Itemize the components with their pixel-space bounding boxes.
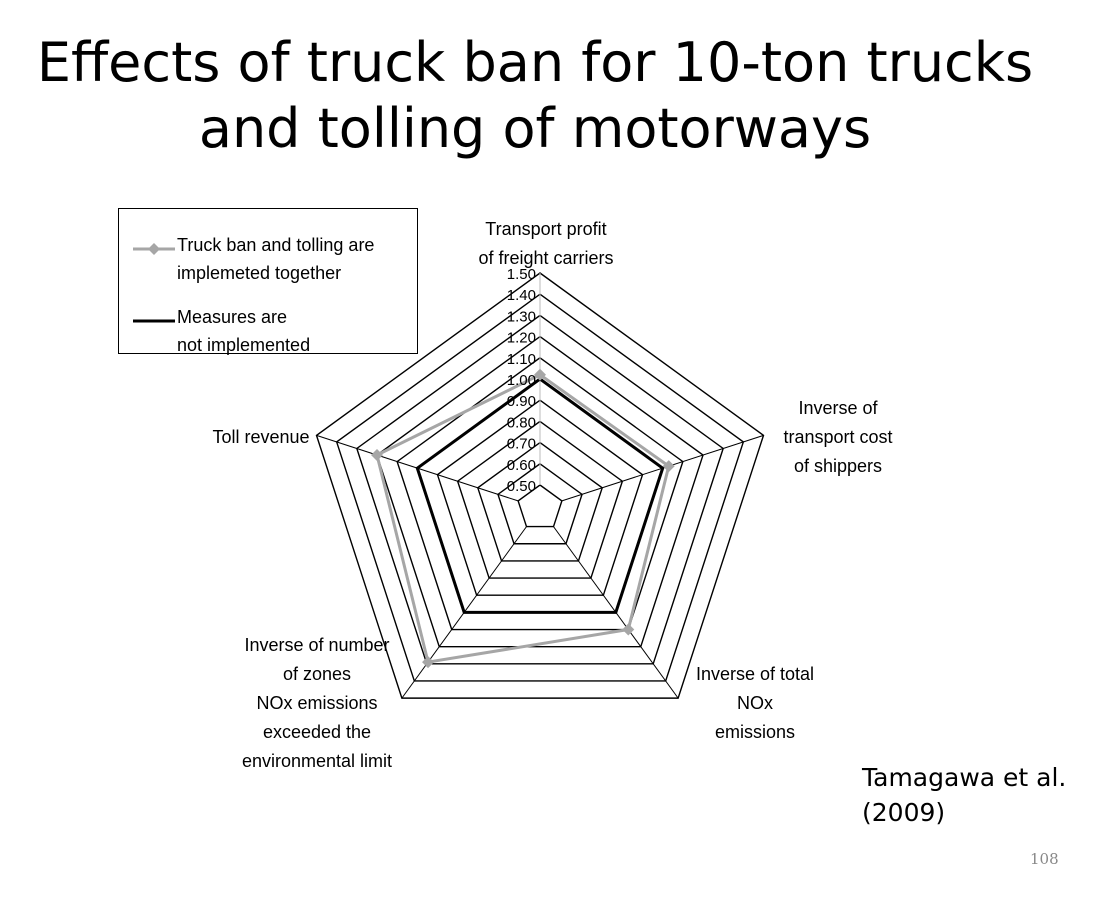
tick-label-6: 1.10 [507,351,536,368]
tick-label-10: 1.50 [507,266,536,283]
axis-label-toll-revenue: Toll revenue [212,427,310,447]
tick-label-0: 0.50 [507,478,536,495]
axis-label-nox-emissions: Inverse of total NOx emissions [695,664,815,742]
tick-label-8: 1.30 [507,308,536,325]
radar-gridline-8 [356,314,724,665]
legend-label-no-measures: Measures are not implemented [177,307,311,355]
axis-label-nox-zones: Inverse of number of zones NOx emissions… [241,635,393,771]
legend-item-no-measures: Measures are not implemented [119,303,419,363]
legend-swatch-black-line [133,319,175,323]
radar-gridline-3 [456,420,624,579]
radar-gridline-1 [497,462,583,545]
tick-label-2: 0.70 [507,436,536,453]
legend-swatch-gray-diamond [133,243,175,255]
tick-label-7: 1.20 [507,330,536,347]
tick-label-3: 0.80 [507,414,536,431]
tick-label-4: 0.90 [507,393,536,410]
slide-title: Effects of truck ban for 10-ton trucks a… [0,30,1070,162]
radar-gridline-10 [315,272,765,699]
tick-label-5: 1.00 [507,372,536,389]
series-0-point-0 [534,368,546,381]
citation-credit: Tamagawa et al. (2009) [862,763,1067,827]
radar-gridline-9 [335,293,745,682]
page-number: 108 [1030,850,1059,868]
legend-item-with-measures: Truck ban and tolling are implemeted tog… [119,231,419,291]
series-0-point-3 [422,656,435,669]
radar-gridline-2 [476,441,604,562]
radar-gridline-4 [436,399,644,596]
radar-gridline-6 [396,356,684,631]
series-0-point-2 [622,623,635,636]
series-0-line [375,373,671,664]
series-1-line [415,377,665,614]
tick-label-1: 0.60 [507,457,536,474]
axis-label-transport-cost: Inverse of transport cost of shippers [783,398,893,476]
title-line-2: and tolling of motorways [198,97,872,160]
series-0-point-1 [662,460,675,473]
radar-gridline-0 [517,484,563,528]
axis-label-transport-profit: Transport profit of freight carriers [478,219,614,268]
series-0-point-4 [370,449,383,462]
legend-label-with-measures: Truck ban and tolling are implemeted tog… [177,235,375,283]
radar-gridline-7 [376,335,704,648]
title-line-1: Effects of truck ban for 10-ton trucks [36,31,1034,94]
tick-label-9: 1.40 [507,287,536,304]
chart-legend: Truck ban and tolling are implemeted tog… [118,208,419,355]
